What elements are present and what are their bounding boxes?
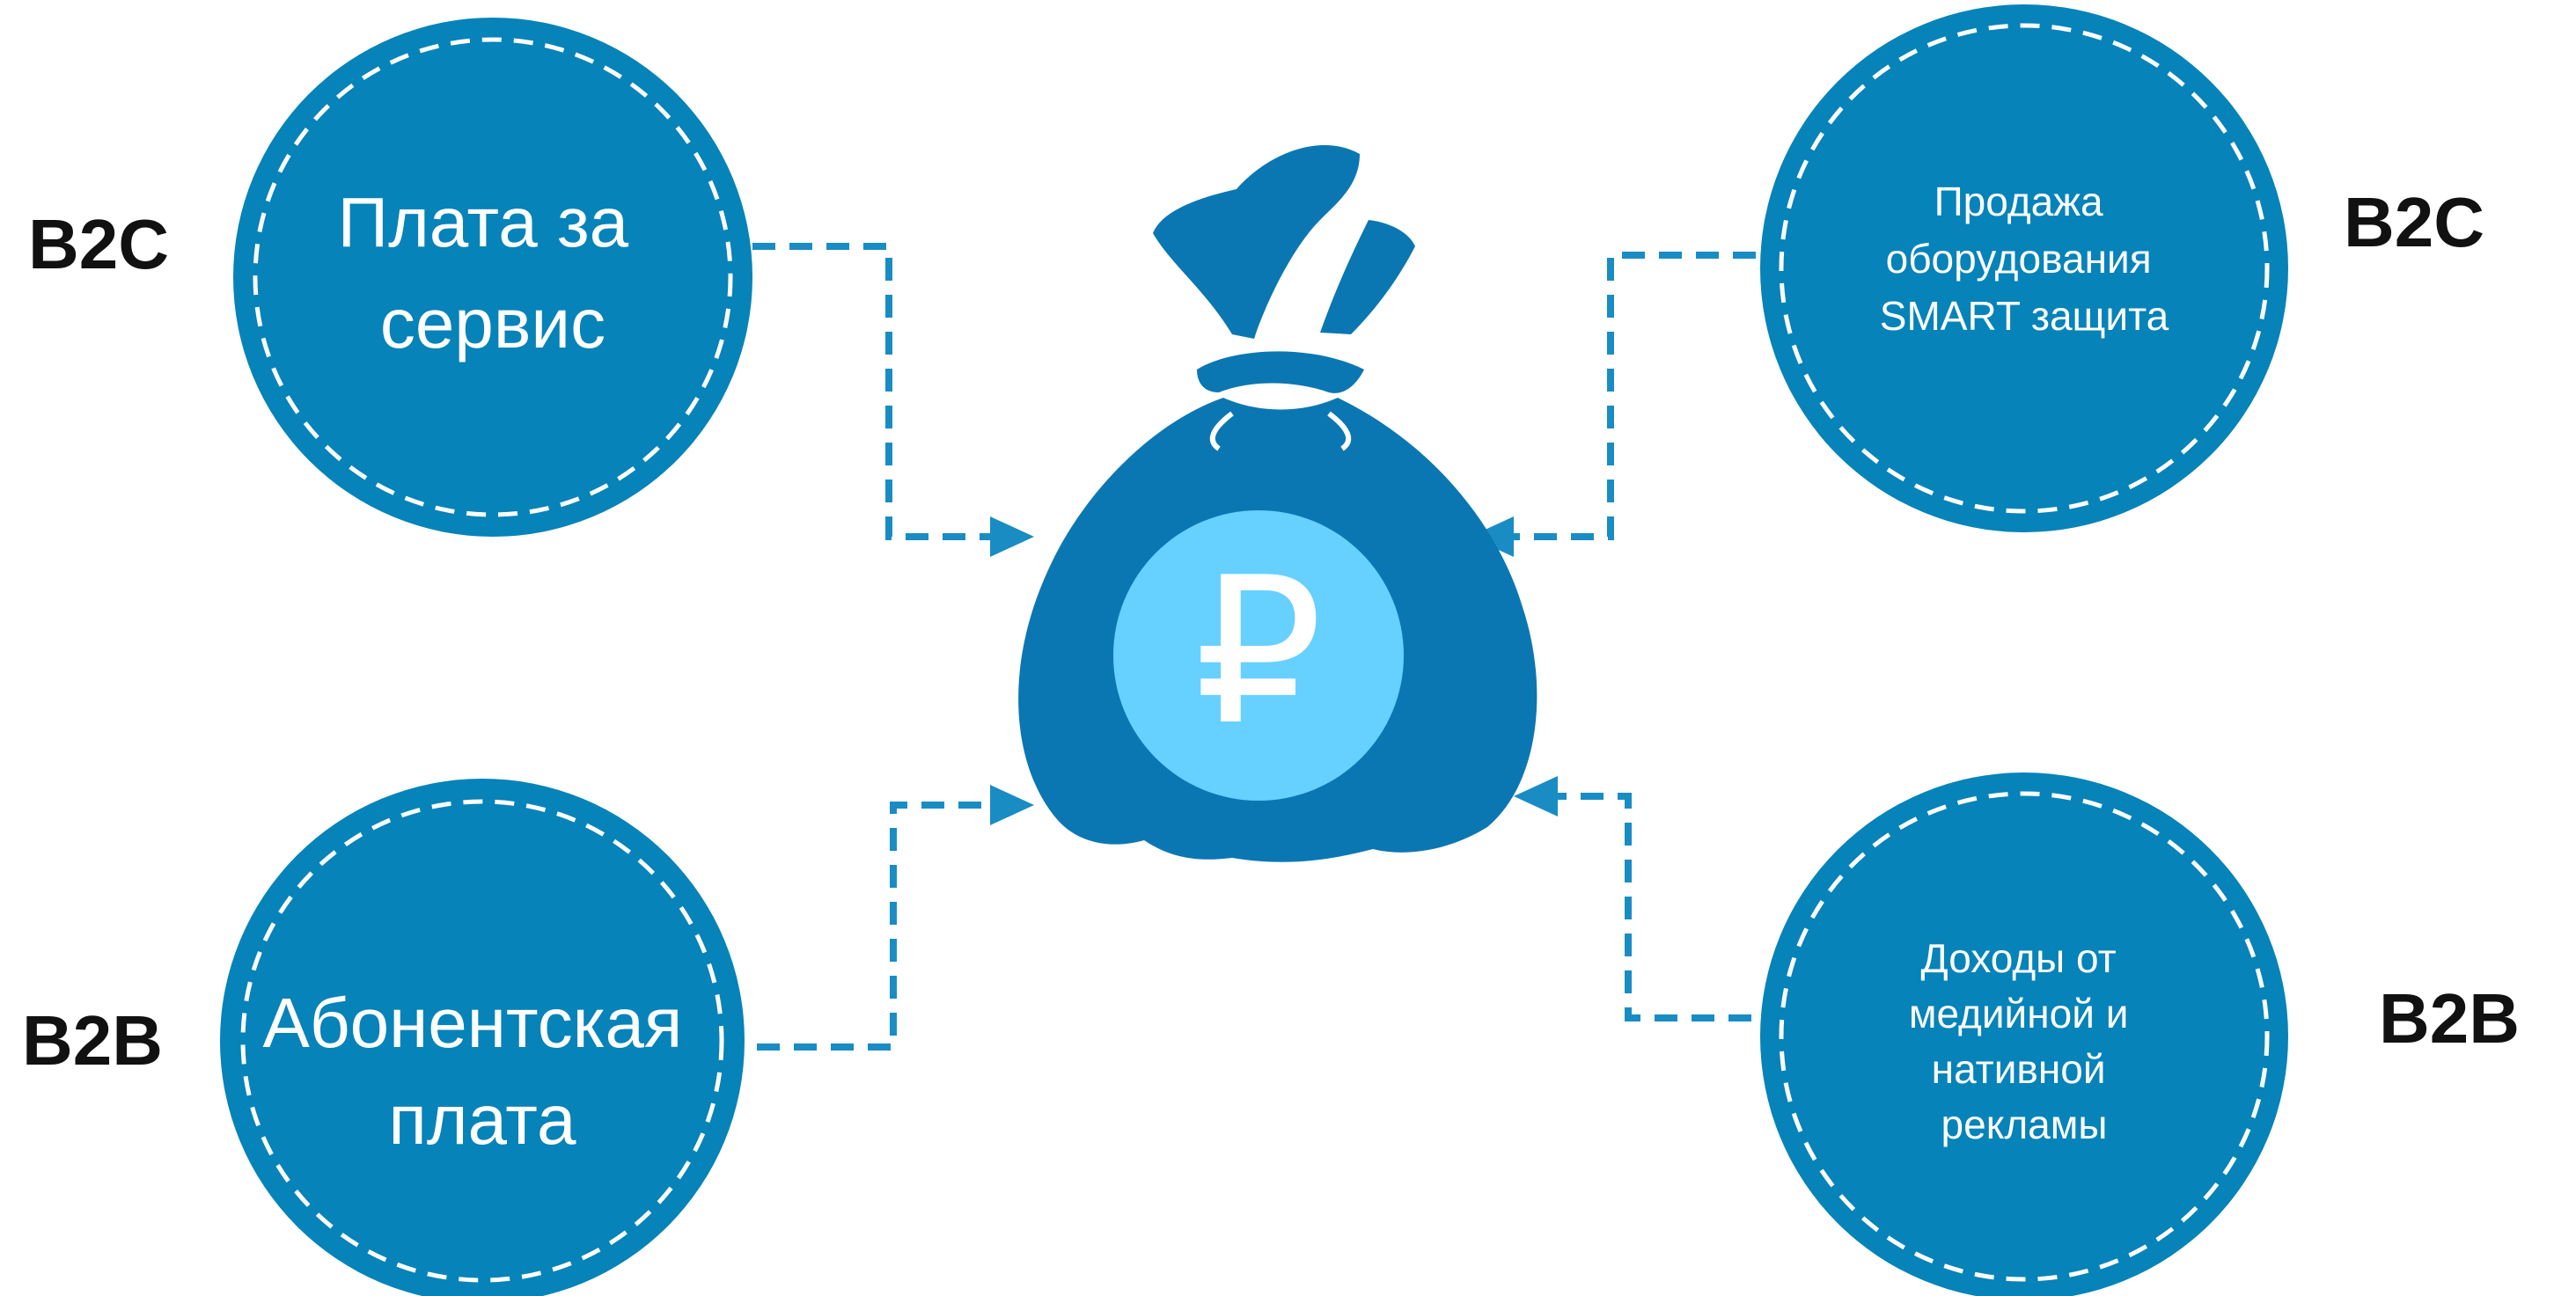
source-bottom-left: Абонентская плата xyxy=(220,779,745,1296)
connector-top-left xyxy=(752,243,990,540)
source-circle-dashed-ring xyxy=(1779,791,2270,1282)
connector-top-right xyxy=(1514,252,1756,540)
connector-arrowheads xyxy=(990,516,1558,825)
bag-top-flap xyxy=(1153,144,1360,339)
source-circle xyxy=(233,18,752,537)
source-circle xyxy=(1760,772,2288,1296)
arrowhead-bottom-left xyxy=(990,785,1034,825)
source-circle xyxy=(220,779,745,1296)
segment-label-bottom-left: B2B xyxy=(22,1001,163,1080)
bag-fold-right xyxy=(1327,411,1352,451)
source-text: Продажа оборудования SMART защита xyxy=(1880,179,2169,339)
ruble-symbol: ₽ xyxy=(1194,535,1323,770)
segment-label-top-left: B2C xyxy=(28,205,169,283)
segment-label-top-right: B2C xyxy=(2344,183,2484,261)
source-circle-dashed-ring xyxy=(253,37,733,517)
segment-label-bottom-right: B2B xyxy=(2379,979,2520,1058)
source-top-left: Плата за сервис xyxy=(233,18,752,537)
bag-neck-band xyxy=(1197,351,1364,393)
connector-bottom-left xyxy=(757,802,990,1051)
arrowhead-top-right xyxy=(1470,516,1514,557)
source-text: Абонентская плата xyxy=(262,984,701,1159)
source-circle-dashed-ring xyxy=(1779,23,2270,514)
money-bag-icon: ₽ xyxy=(1018,144,1538,862)
bag-right-ear xyxy=(1320,220,1415,334)
arrowhead-bottom-right xyxy=(1514,776,1558,816)
source-circle-dashed-ring xyxy=(240,799,724,1283)
source-top-right: Продажа оборудования SMART защита xyxy=(1760,4,2288,532)
connectors xyxy=(752,243,1756,1051)
source-text: Плата за сервис xyxy=(338,183,649,362)
ruble-coin xyxy=(1113,510,1404,801)
connector-bottom-right xyxy=(1553,793,1751,1021)
source-circle xyxy=(1760,4,2288,532)
arrowhead-top-left xyxy=(990,516,1034,557)
source-bottom-right: Доходы от медийной и нативной рекламы xyxy=(1760,772,2288,1296)
bag-fold-left xyxy=(1209,411,1234,451)
source-text: Доходы от медийной и нативной рекламы xyxy=(1909,935,2139,1147)
